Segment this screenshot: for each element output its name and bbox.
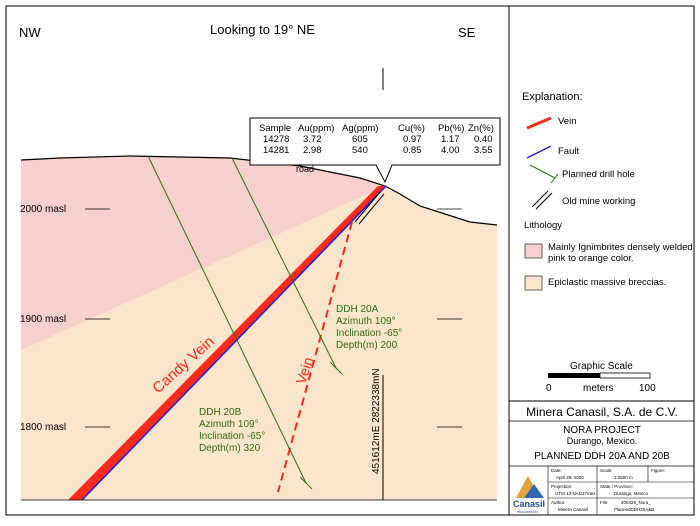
ddh20b-depth: Depth(m) 320 <box>199 443 261 454</box>
ddh20a-label: DDH 20A Azimuth 109° Inclination -65° De… <box>336 304 402 351</box>
file-label: File: <box>600 500 609 505</box>
sample-header-0: Sample <box>259 123 291 134</box>
file-value-line1: 200428_Nora_ <box>621 500 651 505</box>
elevation-1800: 1800 masl <box>20 422 66 433</box>
state-value: Durango, Mexico <box>614 491 649 496</box>
legend-vein-swatch <box>526 116 552 130</box>
fault-line <box>81 185 387 501</box>
logo-text: Canasil <box>513 499 545 509</box>
candy-vein <box>68 186 386 500</box>
scale-left: 0 <box>546 383 552 394</box>
ddh20b-name: DDH 20B <box>199 407 242 418</box>
sample-row-1-col-5: 3.55 <box>474 145 493 156</box>
drill-hole-ddh20b <box>147 155 307 484</box>
coordinate-label: 451612mE 2822338mN <box>371 368 382 474</box>
sample-row-0-col-1: 3.72 <box>303 134 322 145</box>
sample-row-1-col-2: 540 <box>352 145 368 156</box>
ddh20b-inclination: Inclination -65° <box>199 431 265 442</box>
author-label: Author: <box>551 500 566 505</box>
sample-table: Sample Au(ppm) Ag(ppm) Cu(%) Pb(%) Zn(%)… <box>259 123 494 156</box>
drawing-title: PLANNED DDH 20A AND 20B <box>534 451 670 462</box>
legend-fault-label: Fault <box>558 146 579 157</box>
legend-breccia-label: Epiclastic massive breccias. <box>548 277 666 288</box>
state-label: State / Province: <box>600 484 633 489</box>
project-location: Durango, Mexico. <box>567 436 638 446</box>
scale-unit: meters <box>583 383 614 394</box>
sample-row-0-col-5: 0.40 <box>474 134 493 145</box>
elevation-2000: 2000 masl <box>20 204 66 215</box>
lithology-title: Lithology <box>524 220 562 231</box>
ddh20b-label: DDH 20B Azimuth 109° Inclination -65° De… <box>199 407 265 454</box>
ddh20a-inclination: Inclination -65° <box>336 328 402 339</box>
legend-mine-label: Old mine working <box>562 196 635 207</box>
logo-subtext: resources inc. <box>517 510 539 514</box>
projection-label: Projection: <box>551 484 572 489</box>
view-title: Looking to 19° NE <box>210 22 315 37</box>
sample-header-3: Cu(%) <box>398 123 425 134</box>
outer-frame <box>5 5 695 516</box>
legend-fault-swatch <box>526 145 552 159</box>
scale-bar-white <box>599 372 651 379</box>
scale-label: Scale: <box>600 468 613 473</box>
old-mine-working-b <box>358 193 385 225</box>
canasil-logo: Canasil resources inc. <box>513 476 545 514</box>
company-name: Minera Canasil, S.A. de C.V. <box>526 405 678 419</box>
projection-value: UTM 13-NAD27mex <box>555 491 596 496</box>
logo-mountain-blue <box>524 484 544 498</box>
ddh20a-azimuth: Azimuth 109° <box>336 316 396 327</box>
sample-callout <box>249 117 501 184</box>
scale-value: 1:2500 m <box>614 475 633 480</box>
project-name: NORA PROJECT <box>563 425 641 436</box>
sample-row-1-col-1: 2.98 <box>303 145 322 156</box>
old-mine-working-a <box>354 191 381 223</box>
sample-row-0-col-4: 1.17 <box>441 134 460 145</box>
legend-drill-swatch-end <box>550 173 559 184</box>
ddh20a-depth: Depth(m) 200 <box>336 340 398 351</box>
vein-dashed <box>277 221 353 493</box>
sample-header-5: Zn(%) <box>468 123 494 134</box>
sample-row-0-col-2: 605 <box>352 134 368 145</box>
legend-breccia-swatch <box>524 275 543 291</box>
drill-hole-ddh20a-end <box>329 361 343 375</box>
legend-drill-swatch <box>529 164 556 179</box>
date-label: Date: <box>551 468 562 473</box>
sample-row-1-col-4: 4.00 <box>441 145 460 156</box>
explanation-title: Explanation: <box>522 91 583 103</box>
legend-mine-swatch-a <box>531 190 549 208</box>
sample-header-1: Au(ppm) <box>298 123 334 134</box>
legend-ignimbrite-swatch <box>524 243 543 259</box>
road-label: road <box>296 164 314 174</box>
scale-right: 100 <box>639 383 656 394</box>
sample-row-0-col-3: 0.97 <box>403 134 422 145</box>
sample-row-1-col-3: 0.85 <box>403 145 422 156</box>
drill-hole-ddh20a <box>231 157 337 369</box>
legend-drill-label: Planned drill hole <box>562 169 635 180</box>
info-grid-text: Date: April 28, 2020 Scale: 1:2500 m Fig… <box>551 468 665 512</box>
ignimbrite-unit <box>21 156 385 350</box>
sample-header-4: Pb(%) <box>438 123 464 134</box>
scale-title: Graphic Scale <box>570 361 633 372</box>
ddh20a-name: DDH 20A <box>336 304 379 315</box>
topography-line <box>20 155 498 226</box>
sample-header-2: Ag(ppm) <box>342 123 378 134</box>
date-value: April 28, 2020 <box>556 475 584 480</box>
direction-se: SE <box>458 25 476 40</box>
legend-mine-swatch-b <box>535 192 553 210</box>
legend-vein-label: Vein <box>558 116 577 127</box>
author-value: Minera Canasil <box>558 507 588 512</box>
sample-row-1-col-0: 14281 <box>263 145 289 156</box>
legend-ignimbrite-line1: Mainly Ignimbrites densely welded <box>548 242 693 253</box>
scale-bar-black <box>548 373 600 378</box>
figure-label: Figure: <box>651 468 665 473</box>
ddh20b-azimuth: Azimuth 109° <box>199 419 259 430</box>
drill-hole-ddh20b-end <box>299 476 313 490</box>
direction-nw: NW <box>19 25 41 40</box>
file-value-line2: PlannedDDH20A&B <box>614 507 654 512</box>
sample-row-0-col-0: 14278 <box>263 134 289 145</box>
elevation-1900: 1900 masl <box>20 314 66 325</box>
legend-ignimbrite-line2: pink to orange color. <box>548 253 634 264</box>
